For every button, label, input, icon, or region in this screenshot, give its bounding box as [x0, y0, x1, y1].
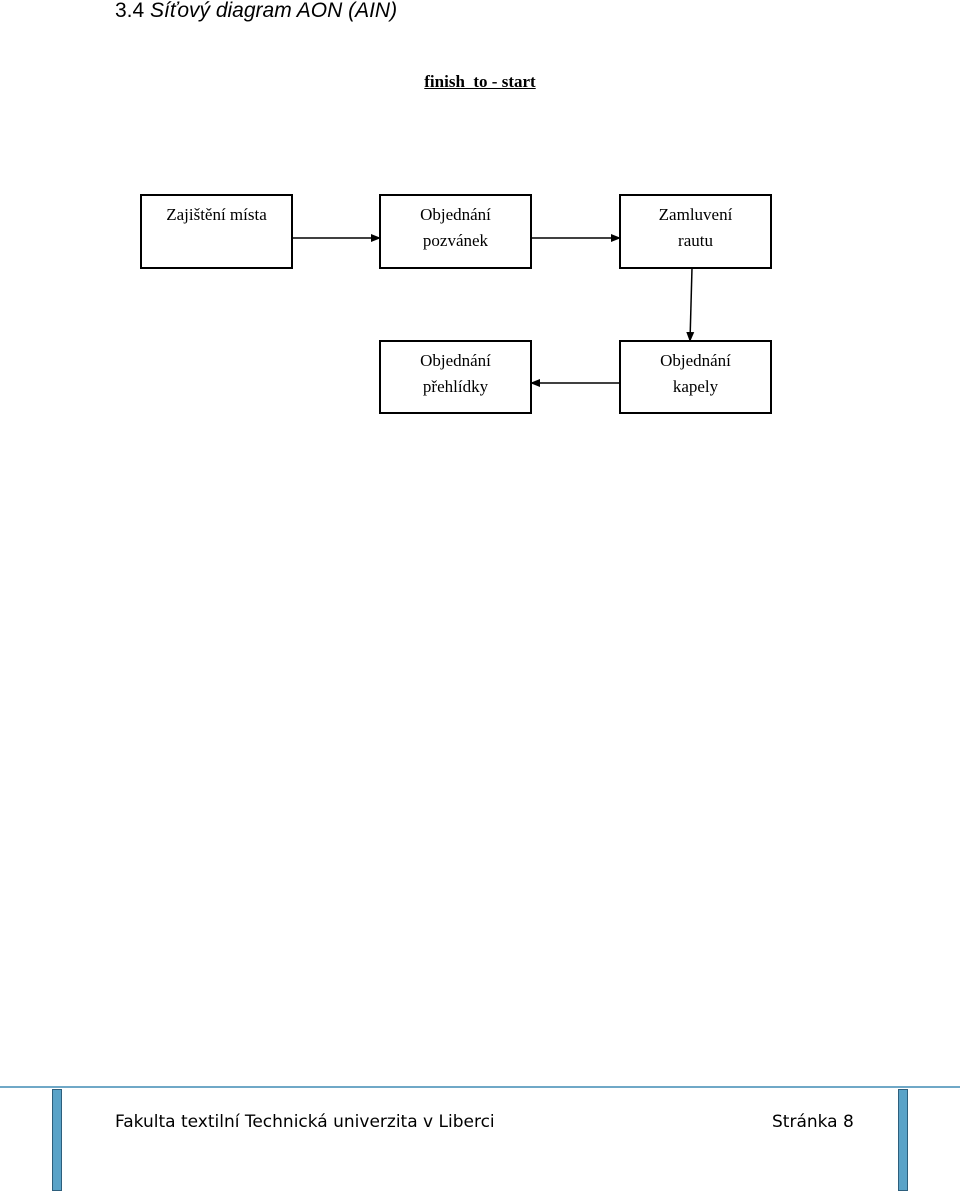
- footer-page-number: Stránka 8: [772, 1112, 854, 1132]
- footer-right-bar: [898, 1089, 908, 1191]
- edge-n3-n4: [686, 267, 695, 342]
- node-objednani-kapely: Objednání kapely: [619, 340, 772, 414]
- diagram-connectors: [292, 234, 695, 387]
- section-heading: 3.4 Síťový diagram AON (AIN): [115, 0, 397, 24]
- node-objednani-pozvanek: Objednání pozvánek: [379, 194, 532, 269]
- node-label-line-2: kapely: [672, 377, 719, 396]
- node-label: Zajištění místa: [166, 205, 267, 224]
- node-label-line-2: rautu: [678, 231, 713, 250]
- node-label-line-1: Zamluvení: [658, 205, 733, 224]
- footer-institution: Fakulta textilní Technická univerzita v …: [115, 1112, 495, 1132]
- section-title: Síťový diagram AON (AIN): [150, 0, 398, 22]
- footer-divider: [0, 1086, 960, 1088]
- node-zamluveni-rautu: Zamluvení rautu: [619, 194, 772, 269]
- node-zajisteni-mista: Zajištění místa: [140, 194, 293, 269]
- node-label-line-2: přehlídky: [422, 377, 489, 396]
- footer-left-bar: [52, 1089, 62, 1191]
- node-label-line-1: Objednání: [420, 351, 491, 370]
- node-objednani-prehlidky: Objednání přehlídky: [379, 340, 532, 414]
- node-label-line-2: pozvánek: [422, 231, 489, 250]
- node-label-line-1: Objednání: [660, 351, 731, 370]
- node-label-line-1: Objednání: [420, 205, 491, 224]
- section-number: 3.4: [115, 0, 145, 22]
- dependency-type-label: finish to - start: [424, 72, 536, 91]
